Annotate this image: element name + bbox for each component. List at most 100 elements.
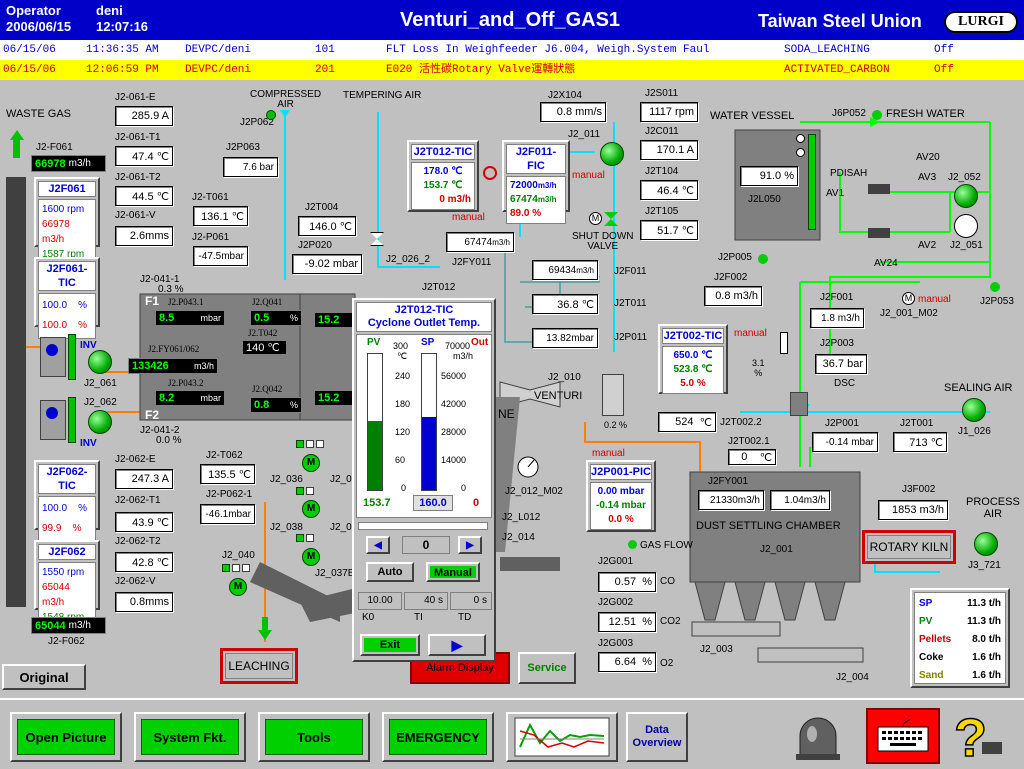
kiln-feed-key: Sand: [919, 670, 944, 681]
t2-062-readout[interactable]: 42.8 ℃: [115, 552, 173, 572]
v061-readout[interactable]: 2.6mms: [115, 226, 173, 246]
service-button[interactable]: Service: [518, 652, 576, 684]
system-fkt-button[interactable]: System Fkt.: [134, 712, 246, 762]
j2-038-motor-icon[interactable]: M: [302, 548, 320, 566]
sp-value-input[interactable]: 160.0: [413, 495, 453, 511]
t0021-readout[interactable]: 0 ℃: [728, 449, 776, 465]
faceplate-exit-button[interactable]: Exit: [360, 634, 420, 656]
td-value[interactable]: 0 s: [450, 592, 492, 610]
p020-readout[interactable]: -9.02 mbar: [292, 254, 362, 274]
j2-062-fan-icon[interactable]: [88, 410, 112, 434]
right-b-readout[interactable]: 15.2: [314, 390, 354, 406]
t042-readout[interactable]: 140 ℃: [242, 340, 287, 355]
fy001-readout[interactable]: 21330m3/h: [698, 490, 764, 510]
j2-036-motor-icon[interactable]: M: [302, 454, 320, 472]
t0022-readout[interactable]: 524 ℃: [658, 412, 716, 432]
g001-readout[interactable]: 0.57 %: [598, 572, 656, 592]
emergency-button[interactable]: EMERGENCY: [382, 712, 494, 762]
step-left-button[interactable]: ◀: [366, 536, 390, 554]
j2-011-fan-icon[interactable]: [600, 142, 624, 166]
pv-label: PV: [367, 337, 381, 348]
p001-readout[interactable]: -0.14 mbar: [812, 432, 878, 452]
j2-037-motor-icon[interactable]: M: [302, 500, 320, 518]
pic001-panel[interactable]: J2P001-PIC 0.00 mbar -0.14 mbar 0.0 %: [586, 460, 656, 532]
j1-026-fan-icon[interactable]: [962, 398, 986, 422]
p063-readout[interactable]: 7.6 bar: [223, 157, 278, 177]
p061-readout[interactable]: -47.5mbar: [193, 246, 248, 266]
t105-readout[interactable]: 51.7 ℃: [640, 220, 698, 240]
f062-readout[interactable]: 65044 m3/h: [31, 617, 106, 634]
tic012-panel[interactable]: J2T012-TIC 178.0 ℃ 153.7 ℃ 0 m3/h: [407, 140, 479, 212]
trend-button[interactable]: [506, 712, 618, 762]
s011-readout[interactable]: 1117 rpm: [640, 102, 698, 122]
f061-tic-panel[interactable]: J2F061-TIC 100.0 % 100.0 %: [34, 257, 100, 339]
g002-readout[interactable]: 12.51 %: [598, 612, 656, 632]
tic002-panel[interactable]: J2T002-TIC 650.0 ℃ 523.8 ℃ 5.0 %: [658, 324, 728, 394]
k0-value[interactable]: 10.00: [358, 592, 402, 610]
p011-readout[interactable]: 13.82mbar: [532, 328, 598, 348]
alarm-row[interactable]: 06/15/06 11:36:35 AM DEVPC/deni 101 FLT …: [0, 40, 1024, 60]
t062-readout[interactable]: 135.5 ℃: [200, 464, 255, 484]
p0621-readout[interactable]: -46.1mbar: [200, 504, 255, 524]
sp-tick: 28000: [441, 427, 467, 437]
p003-readout[interactable]: 36.7 bar: [815, 354, 867, 374]
e061-readout[interactable]: 285.9 A: [115, 106, 173, 126]
f002-readout[interactable]: 1853 m3/h: [878, 500, 948, 520]
t011-readout[interactable]: 36.8 ℃: [532, 294, 598, 314]
t1-061-readout[interactable]: 47.4 ℃: [115, 146, 173, 166]
j2-051-pump-icon[interactable]: [954, 214, 978, 238]
fic011-panel[interactable]: J2F011-FIC 72000m3/h 67474m3/h 89.0 %: [502, 140, 570, 224]
j2-061-fan-icon[interactable]: [88, 350, 112, 374]
t001-readout[interactable]: 713 ℃: [893, 432, 947, 452]
alarm-row[interactable]: 06/15/06 12:06:59 PM DEVPC/deni 201 E020…: [0, 60, 1024, 80]
j2-052-pump-icon[interactable]: [954, 184, 978, 208]
ti-value[interactable]: 40 s: [404, 592, 448, 610]
g003-readout[interactable]: 6.64 %: [598, 652, 656, 672]
t004-readout[interactable]: 146.0 ℃: [298, 216, 356, 236]
j2f062-panel[interactable]: J2F062 1550 rpm 65044 m3/h 1548 rpm: [34, 540, 100, 628]
k0-label: K0: [362, 612, 375, 623]
keyboard-button[interactable]: [866, 708, 940, 764]
t1-062-readout[interactable]: 43.9 ℃: [115, 512, 173, 532]
right-a-readout[interactable]: 15.2: [314, 312, 354, 328]
f062-tic-panel[interactable]: J2F062-TIC 100.0 % 99.9 %: [34, 460, 100, 542]
tools-button[interactable]: Tools: [258, 712, 370, 762]
f001-readout[interactable]: 1.8 m3/h: [810, 308, 864, 328]
faceplate-dialog[interactable]: J2T012-TIC Cyclone Outlet Temp. PV SP Ou…: [352, 298, 496, 662]
fy001b-readout[interactable]: 1.04m3/h: [770, 490, 830, 510]
j3-721-label: J3_721: [968, 560, 1001, 571]
p002-readout[interactable]: 0.8 m3/h: [704, 286, 762, 306]
x104-readout[interactable]: 0.8 mm/s: [540, 102, 606, 122]
t104-readout[interactable]: 46.4 ℃: [640, 180, 698, 200]
j2f061-panel[interactable]: J2F061 1600 rpm 66978 m3/h 1587 rpm: [34, 177, 100, 265]
q041-readout[interactable]: 0.5%: [250, 310, 302, 326]
out-slider-track[interactable]: [358, 522, 488, 530]
j3-721-fan-icon[interactable]: [974, 532, 998, 556]
f061-readout[interactable]: 66978 m3/h: [31, 155, 106, 172]
t061-readout[interactable]: 136.1 ℃: [193, 206, 248, 226]
step-right-button[interactable]: ▶: [458, 536, 482, 554]
t2-061-readout[interactable]: 44.5 ℃: [115, 186, 173, 206]
q042-readout[interactable]: 0.8%: [250, 397, 302, 413]
alarm-code: 101: [315, 44, 335, 56]
alarm-horn-icon[interactable]: [790, 708, 846, 764]
c011-readout[interactable]: 170.1 A: [640, 140, 698, 160]
e062-readout[interactable]: 247.3 A: [115, 469, 173, 489]
rotary-kiln-button[interactable]: ROTARY KILN: [862, 530, 956, 564]
manual-button[interactable]: Manual: [426, 562, 480, 582]
v062-readout[interactable]: 0.8mms: [115, 592, 173, 612]
open-picture-button[interactable]: Open Picture: [10, 712, 122, 762]
auto-button[interactable]: Auto: [366, 562, 414, 582]
leaching-button[interactable]: LEACHING: [220, 648, 298, 684]
j2-040-motor-icon[interactable]: M: [229, 578, 247, 596]
original-button[interactable]: Original: [2, 664, 86, 690]
faceplate-next-button[interactable]: ▶: [428, 634, 486, 656]
help-icon[interactable]: ?: [950, 706, 1010, 769]
l050-readout[interactable]: 91.0 %: [740, 166, 798, 186]
data-overview-button[interactable]: Data Overview: [626, 712, 688, 762]
